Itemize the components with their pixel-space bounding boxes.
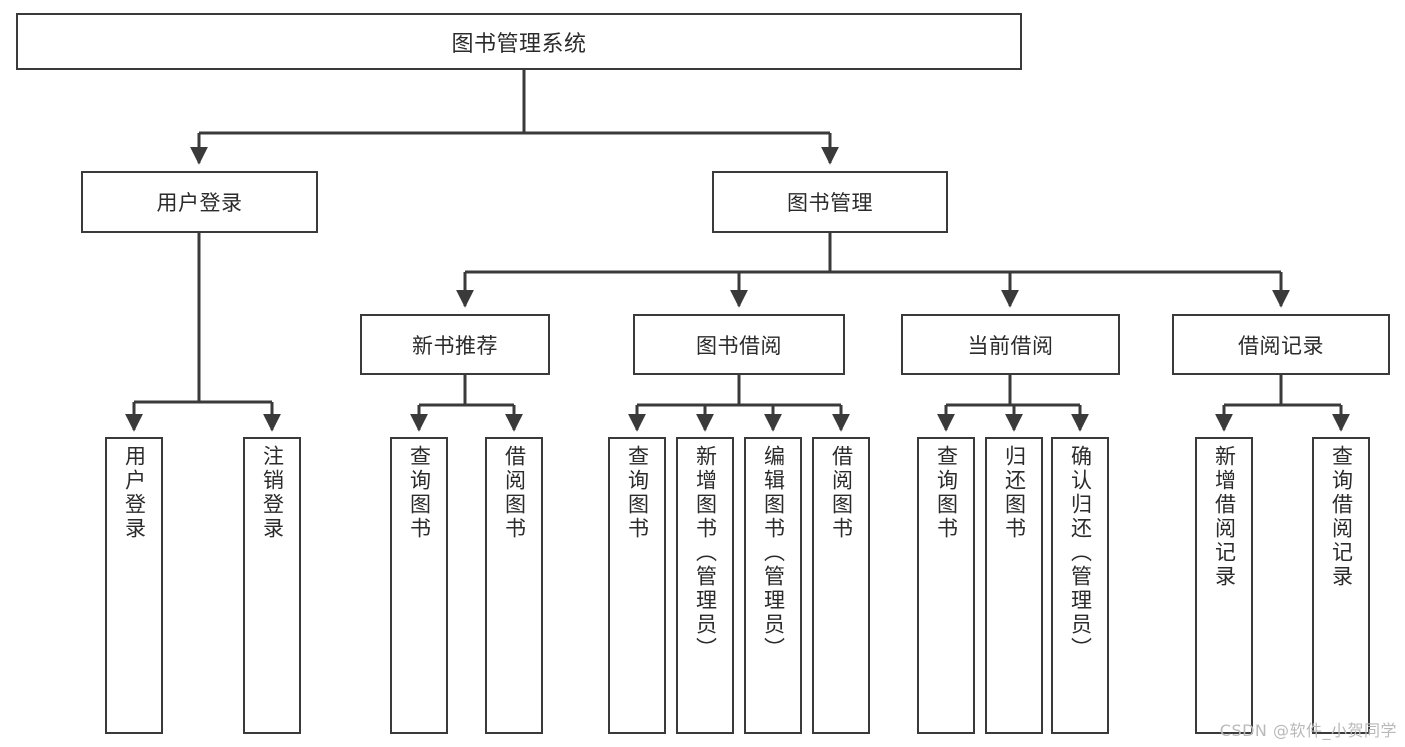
node-leaf-confirm-return[interactable]: 确认归还（管理员） [1051,437,1109,734]
node-borrow-record[interactable]: 借阅记录 [1172,314,1390,375]
node-root-label: 图书管理系统 [451,31,587,57]
node-book-management-label: 图书管理 [787,191,873,215]
node-leaf-query-book-borrow-label: 查询图书 [625,445,650,541]
node-book-borrow-label: 图书借阅 [696,333,782,358]
node-leaf-edit-book-label: 编辑图书（管理员） [761,445,786,661]
node-leaf-query-book-current-label: 查询图书 [934,445,959,541]
node-leaf-borrow-book-label: 借阅图书 [829,445,854,541]
node-leaf-return-book-label: 归还图书 [1002,445,1027,541]
node-leaf-borrow-book-rec-label: 借阅图书 [502,445,527,541]
node-leaf-edit-book[interactable]: 编辑图书（管理员） [744,437,802,734]
node-leaf-query-book-rec[interactable]: 查询图书 [390,437,448,734]
node-leaf-borrow-book-rec[interactable]: 借阅图书 [485,437,543,734]
node-leaf-query-book-current[interactable]: 查询图书 [917,437,975,734]
node-leaf-query-record-label: 查询借阅记录 [1329,445,1354,589]
node-current-borrow[interactable]: 当前借阅 [901,314,1120,375]
node-user-login[interactable]: 用户登录 [81,171,318,233]
node-borrow-record-label: 借阅记录 [1238,333,1324,358]
node-leaf-logout[interactable]: 注销登录 [243,437,301,734]
node-root[interactable]: 图书管理系统 [16,13,1022,70]
node-leaf-borrow-book[interactable]: 借阅图书 [812,437,870,734]
node-book-borrow[interactable]: 图书借阅 [633,314,845,375]
node-leaf-user-login-label: 用户登录 [122,445,147,541]
node-new-book-recommend-label: 新书推荐 [412,333,498,358]
node-book-management[interactable]: 图书管理 [712,171,948,233]
node-leaf-add-record[interactable]: 新增借阅记录 [1195,437,1253,734]
watermark: CSDN @软件_小贺同学 [1219,721,1397,740]
node-leaf-add-record-label: 新增借阅记录 [1212,445,1237,589]
node-leaf-add-book-label: 新增图书（管理员） [693,445,718,661]
node-current-borrow-label: 当前借阅 [967,333,1054,358]
node-leaf-query-book-borrow[interactable]: 查询图书 [608,437,666,734]
node-leaf-logout-label: 注销登录 [260,445,285,541]
node-leaf-confirm-return-label: 确认归还（管理员） [1068,445,1093,661]
node-leaf-user-login[interactable]: 用户登录 [105,437,163,734]
node-leaf-add-book[interactable]: 新增图书（管理员） [676,437,734,734]
node-user-login-label: 用户登录 [156,191,243,215]
node-leaf-query-book-rec-label: 查询图书 [407,445,432,541]
node-new-book-recommend[interactable]: 新书推荐 [360,314,550,375]
node-leaf-query-record[interactable]: 查询借阅记录 [1312,437,1370,734]
node-leaf-return-book[interactable]: 归还图书 [985,437,1043,734]
